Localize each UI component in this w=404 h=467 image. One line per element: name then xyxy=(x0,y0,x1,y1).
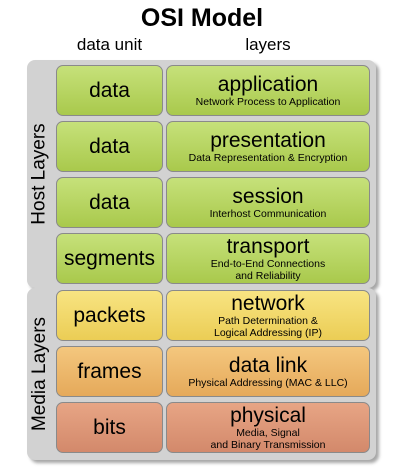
layer-name: network xyxy=(231,291,305,315)
layer-application: application Network Process to Applicati… xyxy=(166,65,370,116)
diagram-title: OSI Model xyxy=(140,4,264,32)
data-unit-presentation: data xyxy=(56,121,163,172)
layer-presentation: presentation Data Representation & Encry… xyxy=(166,121,370,172)
media-layers-label-container: Media Layers xyxy=(27,288,53,460)
layer-name: application xyxy=(217,72,319,96)
layer-description: Media, Signal xyxy=(236,426,300,439)
data-unit-session: data xyxy=(56,177,163,228)
data-unit-label: frames xyxy=(77,359,142,383)
layer-description: and Binary Transmission xyxy=(210,438,326,451)
layer-network: network Path Determination & Logical Add… xyxy=(166,290,370,341)
layer-physical: physical Media, Signal and Binary Transm… xyxy=(166,402,370,453)
layer-description: Path Determination & xyxy=(218,314,318,327)
layer-description: Physical Addressing (MAC & LLC) xyxy=(188,376,348,389)
layer-session: session Interhost Communication xyxy=(166,177,370,228)
layer-name: transport xyxy=(226,234,310,258)
layer-name: physical xyxy=(230,403,306,427)
layer-description: and Reliability xyxy=(235,269,301,282)
data-unit-physical: bits xyxy=(56,402,163,453)
layers-header: layers xyxy=(245,35,291,54)
layer-transport: transport End-to-End Connections and Rel… xyxy=(166,233,370,284)
data-unit-transport: segments xyxy=(56,233,163,284)
data-unit-application: data xyxy=(56,65,163,116)
data-unit-data-link: frames xyxy=(56,346,163,397)
host-layers-label-container: Host Layers xyxy=(27,60,53,288)
data-unit-label: bits xyxy=(93,415,126,439)
host-layers-label: Host Layers xyxy=(29,123,50,225)
data-unit-network: packets xyxy=(56,290,163,341)
data-unit-label: data xyxy=(89,134,130,158)
layer-description: End-to-End Connections xyxy=(210,257,326,270)
layer-data-link: data link Physical Addressing (MAC & LLC… xyxy=(166,346,370,397)
layer-name: data link xyxy=(228,353,308,377)
layer-description: Logical Addressing (IP) xyxy=(214,326,322,339)
layer-description: Interhost Communication xyxy=(209,207,327,220)
data-unit-header: data unit xyxy=(76,35,143,54)
data-unit-label: segments xyxy=(63,246,156,270)
layer-name: session xyxy=(232,184,304,208)
layer-description: Data Representation & Encryption xyxy=(188,151,348,164)
data-unit-label: packets xyxy=(73,303,146,327)
media-layers-label: Media Layers xyxy=(29,316,50,432)
layer-name: presentation xyxy=(210,128,326,152)
data-unit-label: data xyxy=(89,190,130,214)
data-unit-label: data xyxy=(89,78,130,102)
layer-description: Network Process to Application xyxy=(195,95,341,108)
